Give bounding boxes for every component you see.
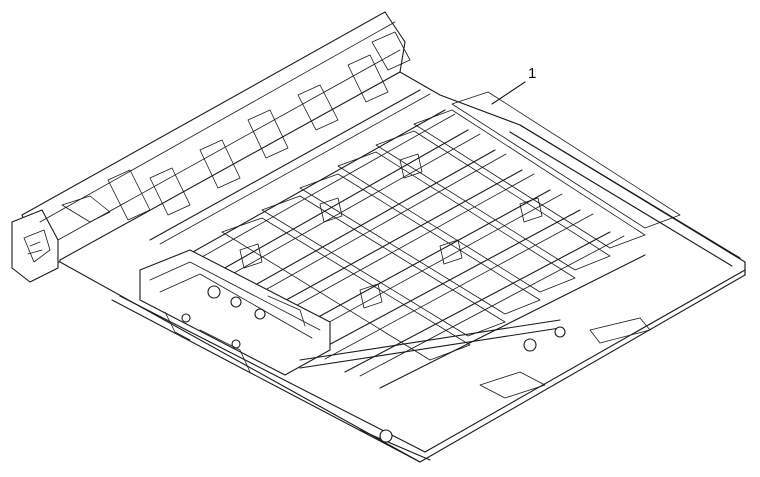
unit-frame — [11, 11, 746, 463]
callout-leader — [491, 81, 526, 105]
drive-mechanism — [139, 249, 331, 376]
front-rollers — [299, 317, 651, 461]
deck-ribs — [149, 89, 646, 389]
paper-guide-channels — [221, 91, 681, 361]
upper-fins — [39, 21, 411, 241]
part-callout-label: 1 — [528, 65, 536, 82]
